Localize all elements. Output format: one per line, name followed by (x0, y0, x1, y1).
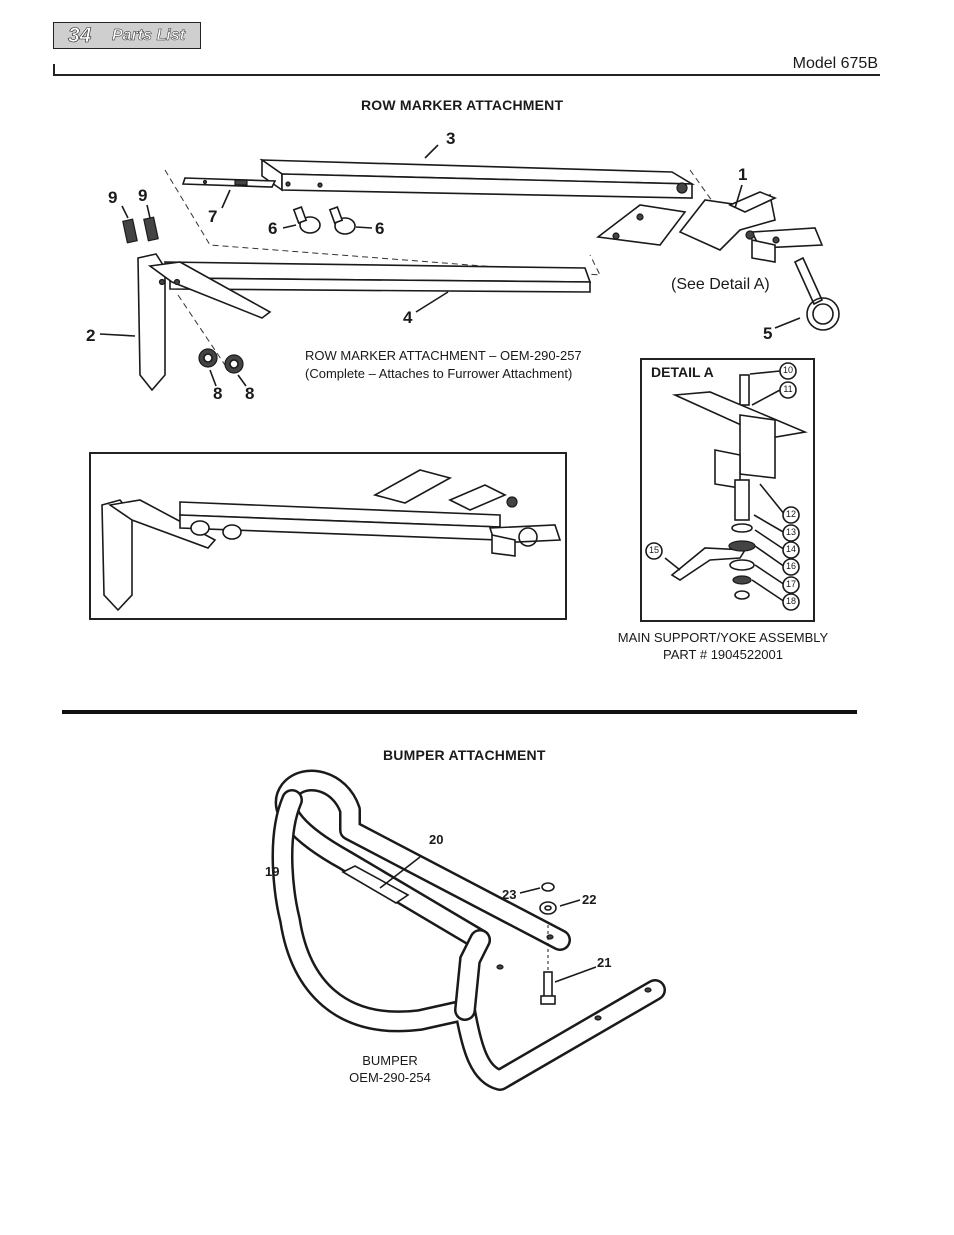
callout-1: 1 (738, 165, 748, 184)
callout-6a: 6 (268, 219, 278, 238)
tube-part-4 (163, 261, 592, 293)
bumper-callout-22: 22 (582, 892, 597, 907)
callout-4: 4 (403, 308, 413, 327)
detail-caption-line2: PART # 1904522001 (663, 647, 783, 662)
page-number: 34 (68, 24, 92, 48)
callout-9a: 9 (108, 188, 118, 207)
row-marker-exploded-diagram (99, 144, 840, 392)
detail-callout-16: 16 (785, 561, 796, 571)
decal-part-20 (341, 865, 410, 904)
assembled-view-frame (89, 452, 567, 620)
strip-part-7 (181, 177, 277, 188)
section-divider (62, 710, 857, 714)
bracket-part-1 (595, 191, 824, 263)
bumper-caption-line2: OEM-290-254 (349, 1070, 431, 1085)
callout-8a: 8 (213, 384, 223, 403)
callout-8b: 8 (245, 384, 255, 403)
bumper-caption: BUMPER OEM-290-254 (330, 1052, 450, 1086)
section-label: Parts List (112, 27, 185, 45)
detail-callout-14: 14 (785, 544, 796, 554)
callout-9b: 9 (138, 186, 148, 205)
detail-callout-12: 12 (785, 509, 796, 519)
callout-6b: 6 (375, 219, 385, 238)
callout-5: 5 (763, 324, 773, 343)
bumper-tube-part-19 (271, 769, 666, 1091)
detail-caption-line1: MAIN SUPPORT/YOKE ASSEMBLY (617, 630, 829, 645)
model-label: Model 675B (792, 55, 878, 72)
header-tick (53, 64, 55, 76)
bumper-callout-19: 19 (265, 864, 280, 879)
pin-part-5 (793, 256, 840, 331)
marker-blade-part-2 (137, 253, 272, 392)
bolts-part-9 (122, 216, 159, 244)
see-detail-note: (See Detail A) (671, 276, 770, 293)
row-marker-caption: ROW MARKER ATTACHMENT – OEM-290-257 (Com… (305, 347, 582, 383)
callout-7: 7 (208, 207, 218, 226)
nuts-part-8 (198, 348, 244, 374)
callout-2: 2 (86, 326, 96, 345)
detail-callout-13: 13 (785, 527, 796, 537)
bumper-caption-line1: BUMPER (362, 1053, 418, 1068)
detail-callout-11: 11 (783, 384, 793, 394)
detail-a-frame (640, 358, 815, 622)
detail-callout-18: 18 (785, 596, 796, 606)
header-rule (53, 74, 880, 76)
detail-callout-15: 15 (648, 545, 659, 555)
bumper-callout-21: 21 (597, 955, 612, 970)
detail-caption: MAIN SUPPORT/YOKE ASSEMBLY PART # 190452… (600, 629, 846, 663)
bumper-callout-20: 20 (429, 832, 444, 847)
row-marker-title: ROW MARKER ATTACHMENT (361, 97, 564, 113)
detail-callout-17: 17 (785, 579, 796, 589)
detail-callout-10: 10 (782, 365, 793, 375)
row-marker-caption-line1: ROW MARKER ATTACHMENT – OEM-290-257 (305, 348, 582, 363)
row-marker-caption-line2: (Complete – Attaches to Furrower Attachm… (305, 366, 573, 381)
hardware-parts-21-23 (539, 882, 557, 1005)
bumper-title: BUMPER ATTACHMENT (383, 747, 546, 763)
page-tab: 34 Parts List (53, 22, 201, 49)
bolts-part-6 (292, 206, 356, 235)
tube-part-3 (259, 158, 696, 199)
detail-a-label: DETAIL A (651, 364, 714, 380)
bumper-callout-23: 23 (502, 887, 517, 902)
callout-3: 3 (446, 129, 456, 148)
